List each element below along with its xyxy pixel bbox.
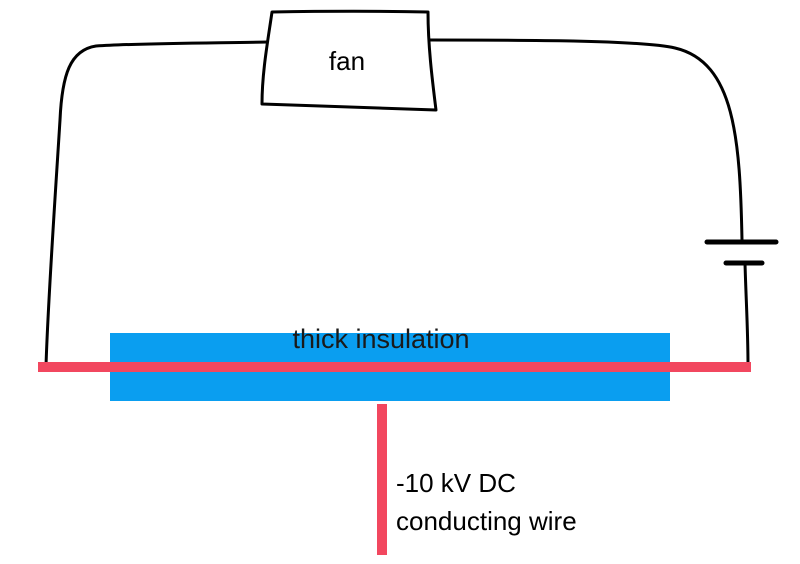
right-circuit-wire-top [428,38,744,242]
fan-box: fan [260,9,438,112]
voltage-label: -10 kV DC [396,468,516,498]
right-circuit-wire-bottom [743,261,750,368]
fan-box-outline [260,9,438,112]
left-circuit-wire [44,40,270,368]
vertical-conductor-wire [377,404,387,555]
fan-label: fan [329,46,365,76]
wire-label: conducting wire [396,506,577,536]
insulation-label: thick insulation [292,324,469,354]
battery-symbol [704,239,779,266]
main-conductor-line [38,362,751,372]
